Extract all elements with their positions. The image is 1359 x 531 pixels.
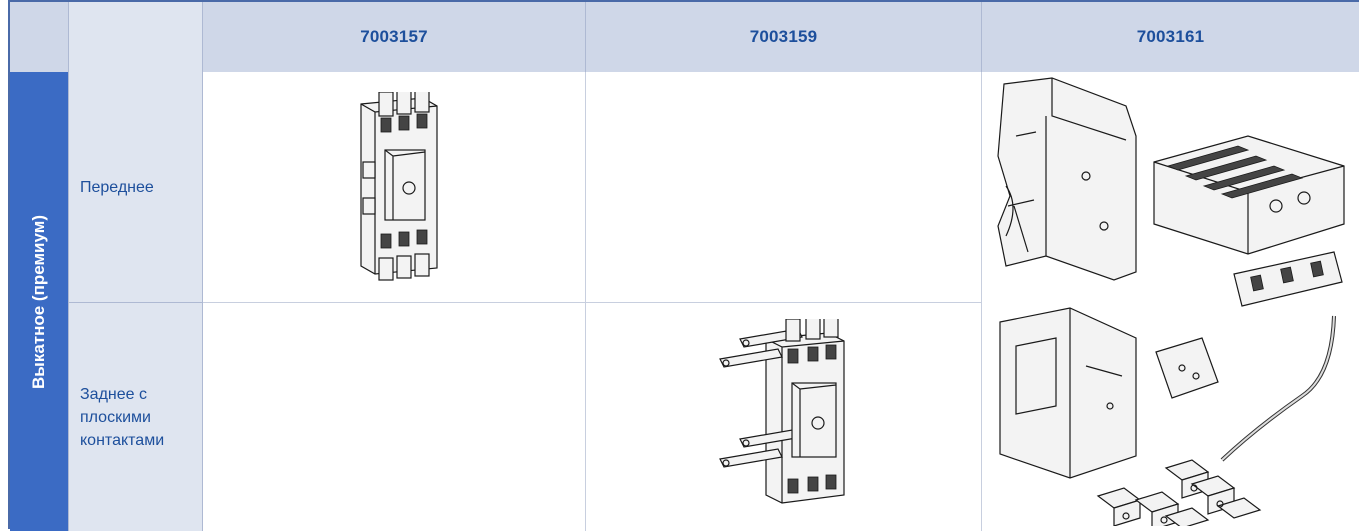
column-header-3: 7003161 xyxy=(982,2,1359,72)
group-label-text: Выкатное (премиум) xyxy=(29,214,49,389)
breaker-base-rear-flat-icon xyxy=(719,319,845,504)
header-corner xyxy=(10,2,69,72)
accessory-table: 7003157 7003159 7003161 Выкатное (премиу… xyxy=(8,0,1359,531)
cell-rear-7003159 xyxy=(586,303,982,531)
cell-kit-7003161 xyxy=(982,72,1359,531)
row-label-rear: Заднее с плоскими контактами xyxy=(69,303,203,531)
group-label: Выкатное (премиум) xyxy=(10,72,69,531)
column-header-2: 7003159 xyxy=(586,2,982,72)
column-header-1: 7003157 xyxy=(203,2,586,72)
cell-front-7003159 xyxy=(586,72,982,303)
header-blank xyxy=(69,2,203,72)
row-label-front: Переднее xyxy=(69,72,203,303)
cell-rear-7003157 xyxy=(203,303,586,531)
row-label-rear-text: Заднее с плоскими контактами xyxy=(80,385,165,449)
cell-front-7003157 xyxy=(203,72,586,303)
conversion-kit-parts-icon xyxy=(997,77,1345,526)
row-label-front-text: Переднее xyxy=(80,178,154,196)
breaker-base-front-icon xyxy=(360,92,438,281)
